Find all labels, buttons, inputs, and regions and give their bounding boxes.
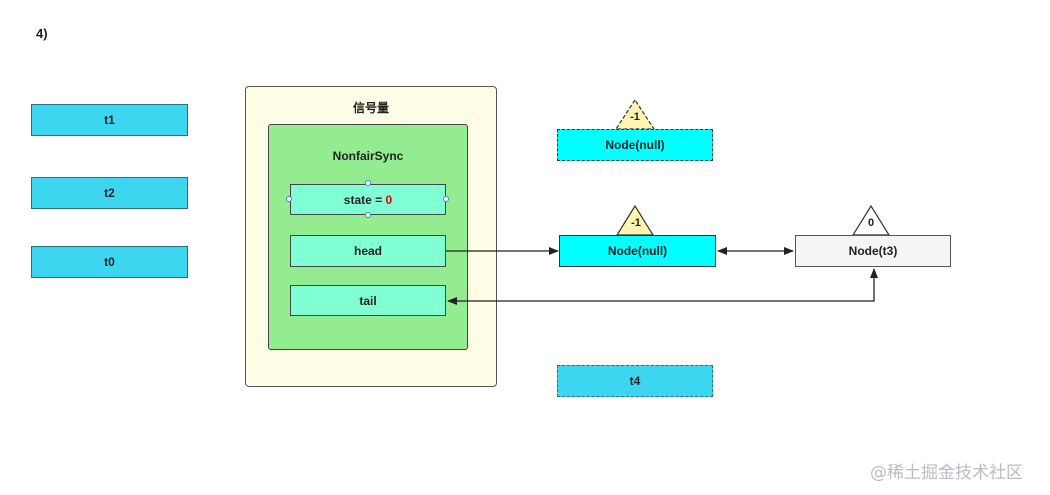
head-field: head [290, 235, 446, 267]
tail-field: tail [290, 285, 446, 316]
selection-handle-bottom[interactable] [365, 212, 371, 218]
step-label: 4) [36, 26, 48, 41]
selection-handle-top[interactable] [365, 180, 371, 186]
status-t3-node: 0 [867, 217, 875, 229]
nonfair-sync-title: NonfairSync [332, 149, 404, 163]
watermark: @稀土掘金技术社区 [870, 463, 1023, 483]
state-label: state = [343, 192, 386, 207]
status-head-node: -1 [631, 217, 641, 229]
node-null-head: Node(null) [559, 235, 716, 267]
status-dashed-node: -1 [630, 111, 640, 123]
selection-handle-left[interactable] [286, 196, 292, 202]
node-null-dashed: Node(null) [557, 129, 713, 161]
selection-handle-right[interactable] [443, 196, 449, 202]
node-t3: Node(t3) [795, 235, 951, 267]
thread-t0: t0 [31, 246, 188, 278]
thread-t1: t1 [31, 104, 188, 136]
state-value: 0 [385, 192, 393, 207]
semaphore-title: 信号量 [352, 101, 389, 115]
thread-t4: t4 [557, 365, 713, 397]
status-triangle-dashed-node [614, 98, 656, 130]
tail-node-t3-connector [447, 268, 878, 305]
thread-t2: t2 [31, 177, 188, 209]
